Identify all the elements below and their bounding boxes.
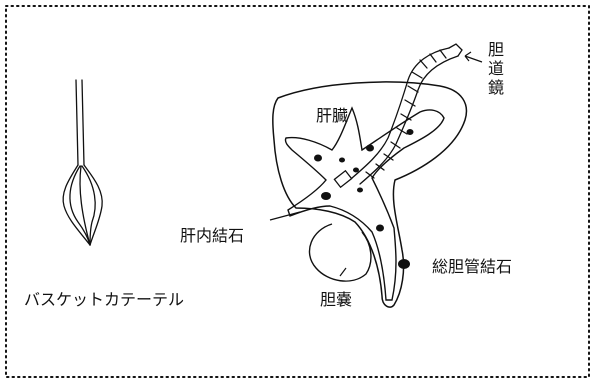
label-basket-catheter: バスケットカテーテル [24,290,185,309]
cholangioscope-arrow [464,51,483,63]
label-common-bile-duct-stone: 総胆管結石 [432,257,513,276]
leader-lines [269,51,483,277]
duct-stones [314,129,414,269]
dotted-frame [5,5,590,378]
bile-duct-tree [284,106,445,301]
label-cholangioscope: 胆道鏡 [487,40,504,97]
label-gallbladder: 胆嚢 [320,290,353,309]
gallbladder-pointer [339,267,347,277]
cholangioscope-drawing [333,43,463,189]
label-intrahepatic-stone: 肝内結石 [180,226,245,245]
intrahepatic-stone-pointer [269,211,301,221]
liver-outline [272,81,468,308]
label-liver: 肝臓 [316,106,349,125]
gallbladder-outline [308,223,372,282]
basket-catheter-drawing [62,79,103,246]
